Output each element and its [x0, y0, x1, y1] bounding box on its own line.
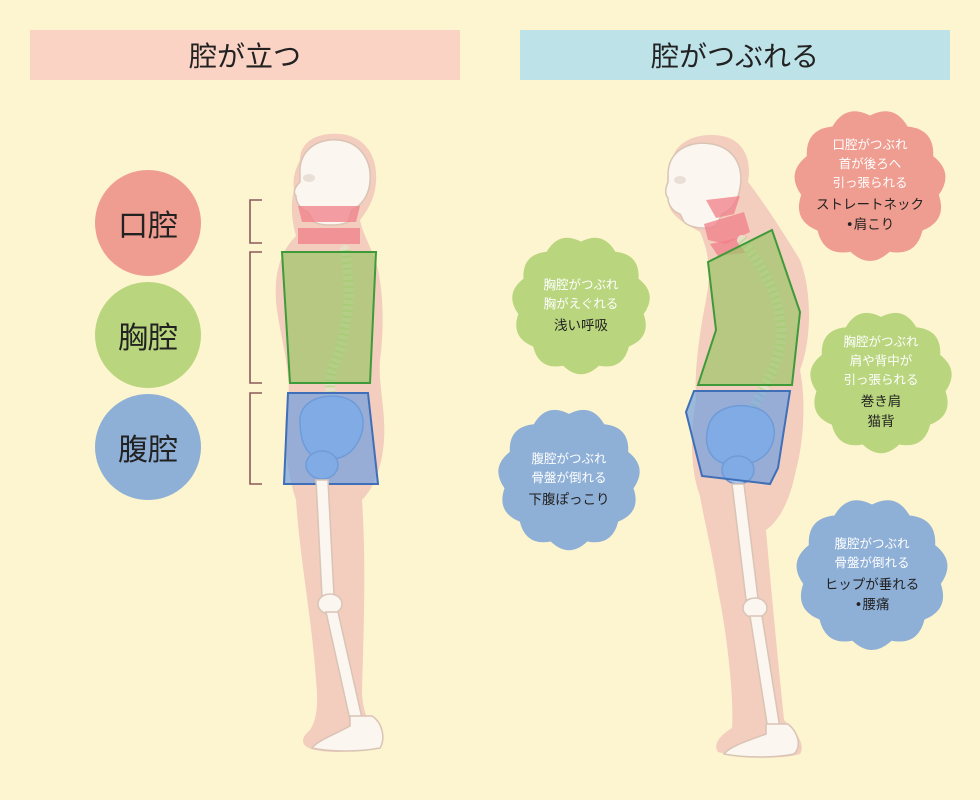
burst-oral-right-effect-2: •肩こり	[845, 217, 895, 233]
cavity-circle-abdomen: 腹腔	[95, 394, 201, 500]
upright-foot	[310, 715, 384, 752]
collapsed-oral-zone-upper	[706, 196, 740, 218]
burst-chest-left-effect: 浅い呼吸	[553, 317, 608, 334]
header-cavity-upright: 腔が立つ	[30, 30, 460, 80]
cavity-label-abdomen: 腹腔	[118, 433, 178, 468]
burst-chest-right-line-1: 胸腔がつぶれ	[843, 334, 919, 349]
burst-oral-right: 口腔がつぶれ 首が後ろへ 引っ張られる ストレートネック •肩こり	[790, 104, 950, 266]
bracket-oral	[249, 199, 262, 244]
burst-abdomen-right-line-1: 腹腔がつぶれ	[834, 535, 910, 551]
collapsed-foot	[722, 723, 799, 758]
burst-abdomen-left-line-1: 腹腔がつぶれ	[531, 450, 607, 466]
burst-chest-right: 胸腔がつぶれ 肩や背中が 引っ張られる 巻き肩 猫背	[806, 302, 956, 462]
burst-chest-left: 胸腔がつぶれ 胸がえぐれる 浅い呼吸	[508, 232, 654, 378]
collapsed-oral-zone-lower	[704, 212, 750, 244]
burst-abdomen-left: 腹腔がつぶれ 骨盤が倒れる 下腹ぽっこり	[494, 404, 644, 554]
burst-oral-right-effect-1: ストレートネック	[816, 197, 924, 213]
collapsed-abdomen-zone	[684, 390, 792, 486]
upright-figure	[275, 133, 385, 752]
bracket-chest	[249, 251, 262, 384]
burst-abdomen-left-effect: 下腹ぽっこり	[528, 491, 610, 508]
header-cavity-collapsed: 腔がつぶれる	[520, 30, 950, 80]
burst-abdomen-right-line-2: 骨盤が倒れる	[834, 554, 910, 570]
burst-oral-right-line-1: 口腔がつぶれ	[832, 137, 908, 152]
burst-chest-right-effect-2: 猫背	[867, 414, 895, 430]
header-right-label: 腔がつぶれる	[650, 40, 819, 73]
bracket-group	[249, 199, 262, 485]
burst-shape	[796, 500, 948, 650]
bracket-abdomen	[249, 392, 262, 485]
burst-shape	[810, 312, 952, 454]
burst-abdomen-left-line-2: 骨盤が倒れる	[531, 469, 607, 485]
collapsed-chest-zone	[696, 228, 802, 386]
collapsed-figure	[664, 135, 809, 758]
cavity-circle-chest: 胸腔	[95, 282, 201, 388]
cavity-label-oral: 口腔	[118, 209, 178, 244]
burst-chest-right-effect-1: 巻き肩	[860, 394, 902, 410]
burst-abdomen-right: 腹腔がつぶれ 骨盤が倒れる ヒップが垂れる •腰痛	[792, 494, 952, 654]
burst-shape	[794, 111, 946, 262]
burst-chest-left-line-1: 胸腔がつぶれ	[543, 276, 619, 292]
upright-chest-zone	[280, 251, 378, 384]
burst-oral-right-line-3: 引っ張られる	[832, 175, 908, 190]
upright-knee	[317, 593, 343, 615]
burst-abdomen-right-effect-1: ヒップが垂れる	[824, 576, 920, 593]
burst-chest-right-line-3: 引っ張られる	[843, 372, 919, 387]
upright-oral-zone-upper	[298, 206, 360, 222]
cavity-label-chest: 胸腔	[118, 321, 178, 356]
cavity-circle-oral: 口腔	[95, 170, 201, 276]
collapsed-eye-socket	[674, 176, 686, 184]
header-left-label: 腔が立つ	[188, 40, 301, 73]
upright-oral-zone-lower	[298, 228, 360, 244]
burst-shape	[512, 237, 650, 375]
upright-eye-socket	[303, 174, 315, 182]
burst-chest-right-line-2: 肩や背中が	[849, 353, 913, 368]
upright-abdomen-zone	[282, 392, 380, 485]
burst-oral-right-line-2: 首が後ろへ	[838, 156, 902, 171]
burst-chest-left-line-2: 胸がえぐれる	[543, 295, 619, 311]
collapsed-knee	[742, 597, 768, 619]
burst-abdomen-right-effect-2: •腰痛	[854, 596, 890, 613]
burst-shape	[498, 409, 640, 551]
